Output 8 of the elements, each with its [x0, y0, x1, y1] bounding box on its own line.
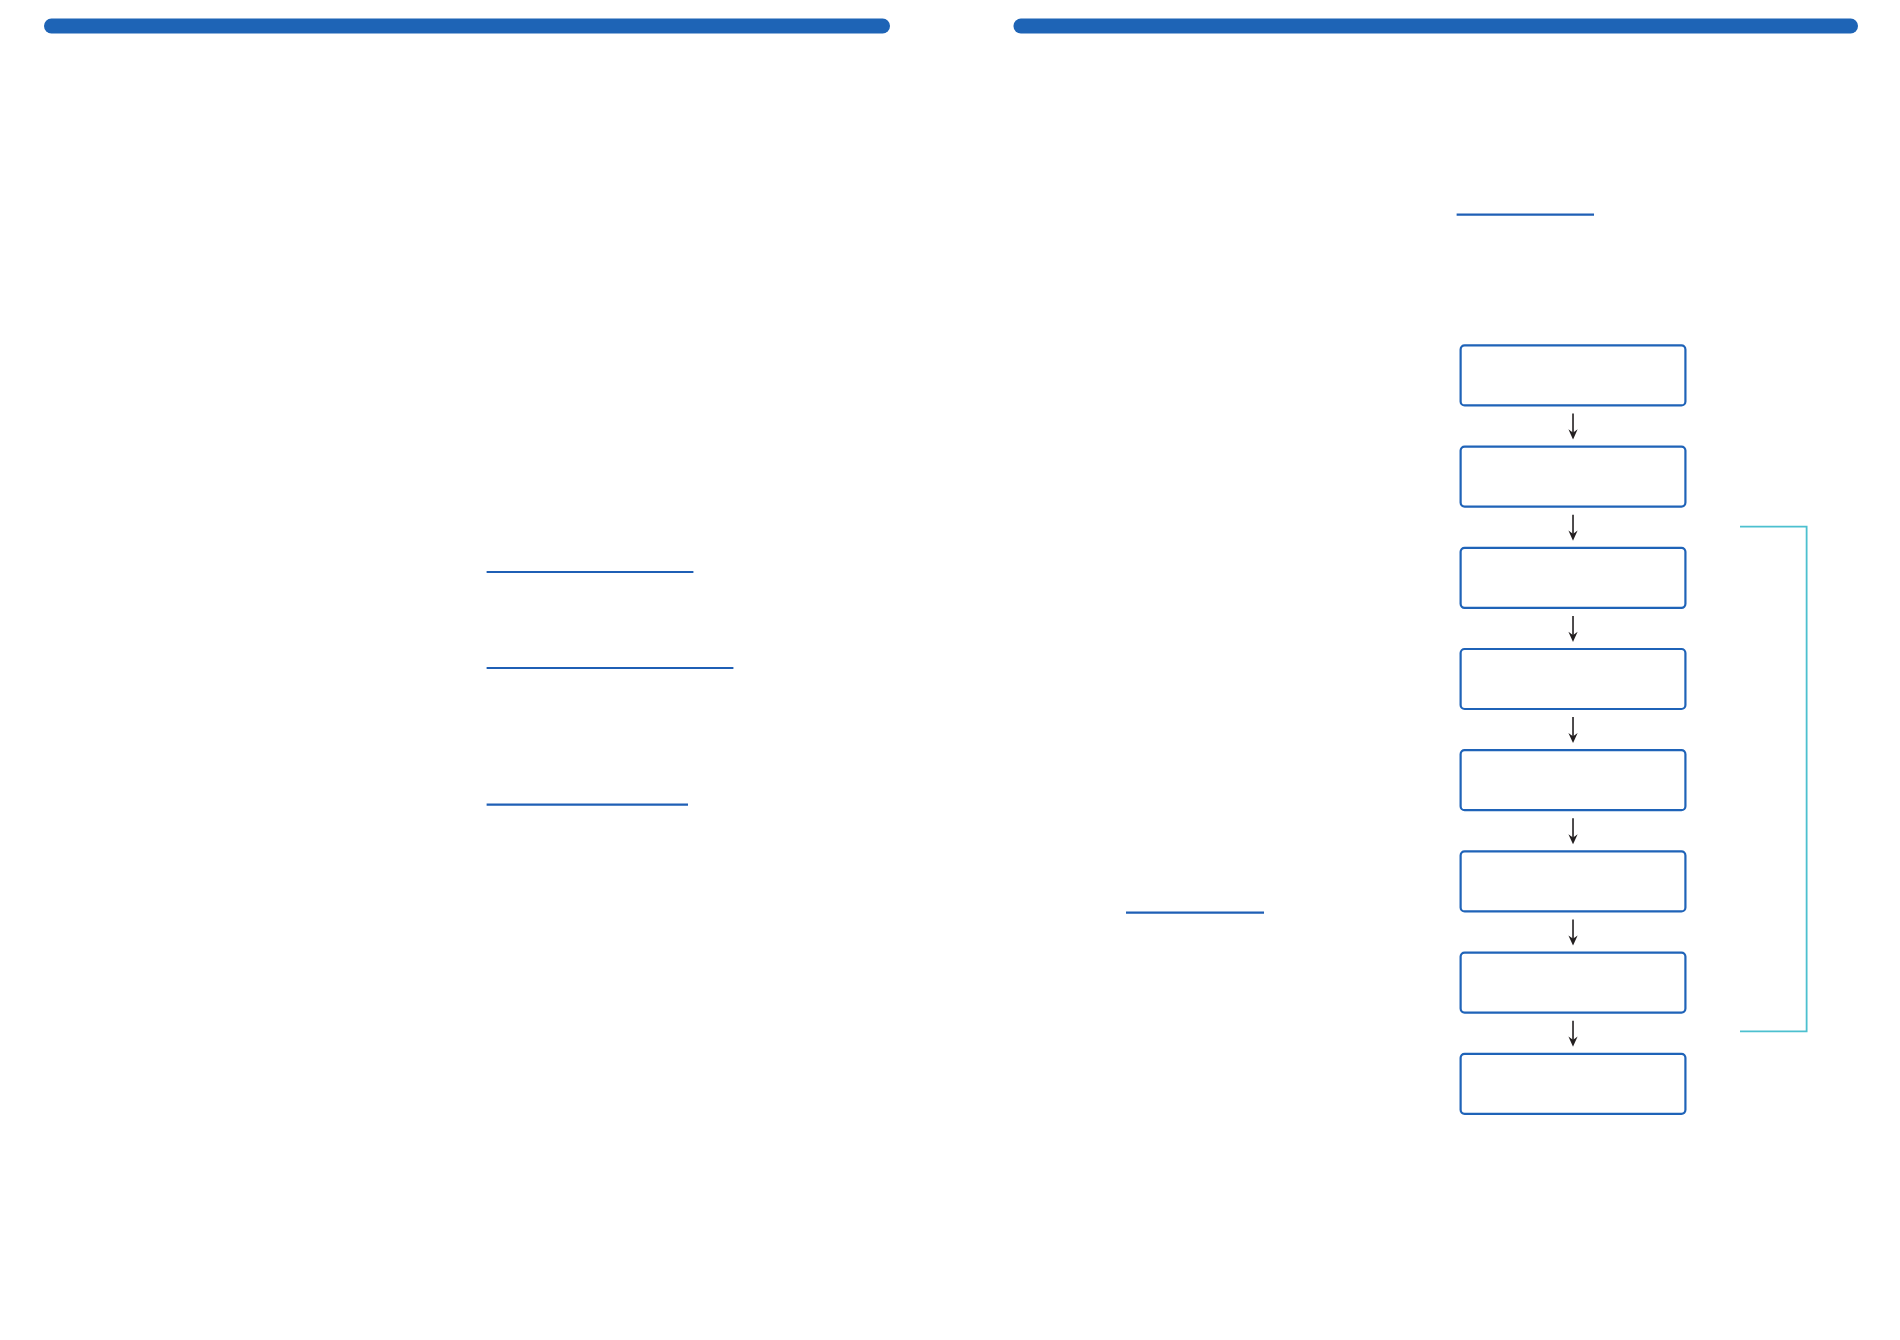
flow-box — [1459, 850, 1687, 913]
flow-box — [1459, 344, 1687, 407]
flow-box — [1459, 951, 1687, 1014]
flow-box — [1459, 749, 1687, 812]
flow-box — [1459, 647, 1687, 711]
flow-box — [1459, 445, 1687, 508]
flow-box — [1459, 546, 1687, 609]
flow-box — [1459, 1052, 1687, 1115]
